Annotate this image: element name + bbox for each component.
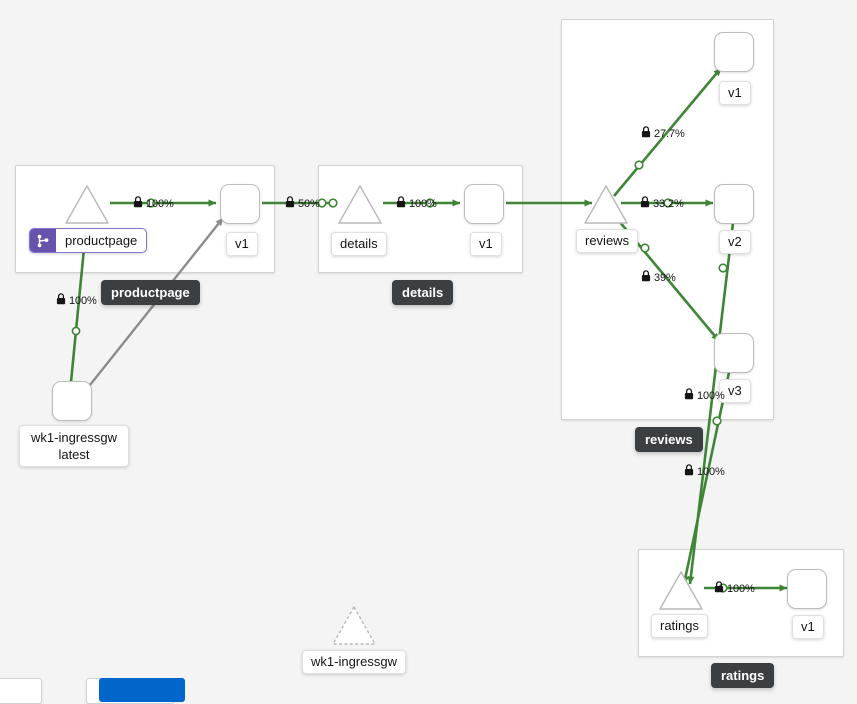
edge-pct: 100%: [727, 582, 755, 595]
node-label-productpage[interactable]: productpage: [29, 228, 148, 253]
edge-pct: 100%: [69, 294, 97, 307]
node-label-line2: latest: [58, 447, 90, 462]
toolbar-primary-button[interactable]: [99, 678, 185, 702]
node-productpage-service[interactable]: [64, 184, 110, 231]
node-label-text: productpage: [65, 233, 138, 248]
node-ratings-v1[interactable]: [787, 569, 827, 609]
node-details-service[interactable]: [337, 184, 383, 231]
group-chip-details[interactable]: details: [392, 280, 454, 305]
node-label-details-v1[interactable]: v1: [470, 232, 502, 256]
node-label-reviews-v3[interactable]: v3: [719, 379, 751, 403]
node-label-ratings-v1[interactable]: v1: [792, 615, 824, 639]
node-reviews-service[interactable]: [583, 184, 629, 231]
edge-label-reviews-v2: 33.2%: [640, 196, 684, 211]
edge-label-reviews-v2-ratings: 100%: [684, 464, 725, 479]
mtls-lock-icon: [714, 581, 724, 596]
group-chip-ratings[interactable]: ratings: [711, 663, 775, 688]
group-chip-productpage[interactable]: productpage: [101, 280, 200, 305]
edge-label-reviews-v3-ratings: 100%: [684, 388, 725, 403]
service-triangle-icon: [659, 571, 703, 610]
service-triangle-icon: [65, 185, 109, 224]
node-label-reviews-v2[interactable]: v2: [719, 230, 751, 254]
node-wk1-ingressgw-service[interactable]: [331, 605, 377, 652]
edge-label-reviews-v1: 27.7%: [641, 126, 685, 141]
node-reviews-v1[interactable]: [714, 32, 754, 72]
edge-label-reviews-v3: 39%: [641, 270, 676, 285]
edge-label-productpage-v1: 100%: [133, 196, 174, 211]
edge-pct: 39%: [654, 271, 676, 284]
node-label-details[interactable]: details: [331, 232, 387, 256]
edge-label-details-v1: 100%: [396, 196, 437, 211]
mtls-lock-icon: [396, 196, 406, 211]
mtls-lock-icon: [285, 196, 295, 211]
node-reviews-v2[interactable]: [714, 184, 754, 224]
mtls-lock-icon: [640, 196, 650, 211]
edge-pct: 33.2%: [653, 197, 684, 210]
edge-label-ingress-productpage: 100%: [56, 293, 97, 308]
service-triangle-icon: [584, 185, 628, 224]
edge-label-ratings-v1: 100%: [714, 581, 755, 596]
mtls-lock-icon: [641, 126, 651, 141]
edge-pct: 100%: [697, 465, 725, 478]
edge-pct: 100%: [409, 197, 437, 210]
node-label-productpage-v1[interactable]: v1: [226, 232, 258, 256]
mtls-lock-icon: [684, 388, 694, 403]
node-label-wk1-ingressgw-service[interactable]: wk1-ingressgw: [302, 650, 406, 674]
node-wk1-ingressgw-latest[interactable]: [52, 381, 92, 421]
mtls-lock-icon: [56, 293, 66, 308]
service-triangle-icon: [338, 185, 382, 224]
node-label-line1: wk1-ingressgw: [31, 430, 117, 445]
node-details-v1[interactable]: [464, 184, 504, 224]
edge-label-productpage-details: 50%: [285, 196, 320, 211]
mtls-lock-icon: [684, 464, 694, 479]
node-productpage-v1[interactable]: [220, 184, 260, 224]
edge-pct: 100%: [697, 389, 725, 402]
service-triangle-idle-icon: [332, 606, 376, 645]
group-chip-reviews[interactable]: reviews: [635, 427, 703, 452]
edge-pct: 27.7%: [654, 127, 685, 140]
node-label-ratings[interactable]: ratings: [651, 614, 709, 638]
node-reviews-v3[interactable]: [714, 333, 754, 373]
edge-pct: 100%: [146, 197, 174, 210]
toolbar-legend-button[interactable]: [0, 678, 42, 704]
node-label-wk1-ingressgw-latest[interactable]: wk1-ingressgw latest: [19, 425, 129, 467]
node-ratings-service[interactable]: [658, 570, 704, 617]
mtls-lock-icon: [133, 196, 143, 211]
edge-pct: 50%: [298, 197, 320, 210]
virtual-service-badge-icon: [30, 229, 56, 252]
mtls-lock-icon: [641, 270, 651, 285]
node-label-reviews-v1[interactable]: v1: [719, 81, 751, 105]
node-label-reviews[interactable]: reviews: [576, 229, 639, 253]
